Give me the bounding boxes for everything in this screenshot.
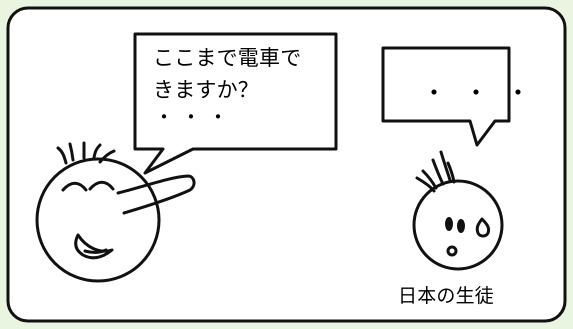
right-speech-bubble [381, 46, 511, 147]
left-speech-line-1: ここまで電車で [153, 46, 302, 70]
left-speech-line-2: きますか？ [153, 78, 259, 102]
smiling-character-icon [35, 141, 196, 283]
right-speech-dots: ・・・ [422, 79, 548, 107]
left-speech-bubble [133, 32, 338, 175]
student-label: 日本の生徒 [398, 285, 495, 307]
left-speech-line-3: ・・・ [154, 105, 235, 129]
sweat-drop-icon [475, 217, 491, 238]
student-character-icon [412, 150, 504, 271]
